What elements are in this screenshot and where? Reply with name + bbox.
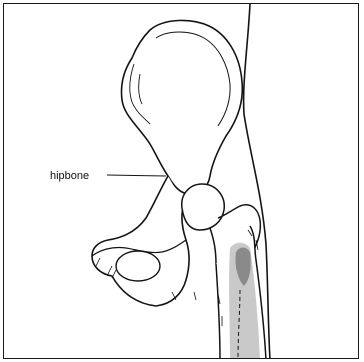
hipbone-body: [92, 176, 189, 306]
femoral-head: [182, 184, 225, 230]
hipbone-label: hipbone: [50, 170, 89, 183]
hipbone-leader-line: [107, 175, 166, 176]
ilium-wing: [121, 20, 242, 194]
obturator-foramen: [116, 251, 160, 281]
illustration-frame: hipbone: [3, 3, 359, 359]
